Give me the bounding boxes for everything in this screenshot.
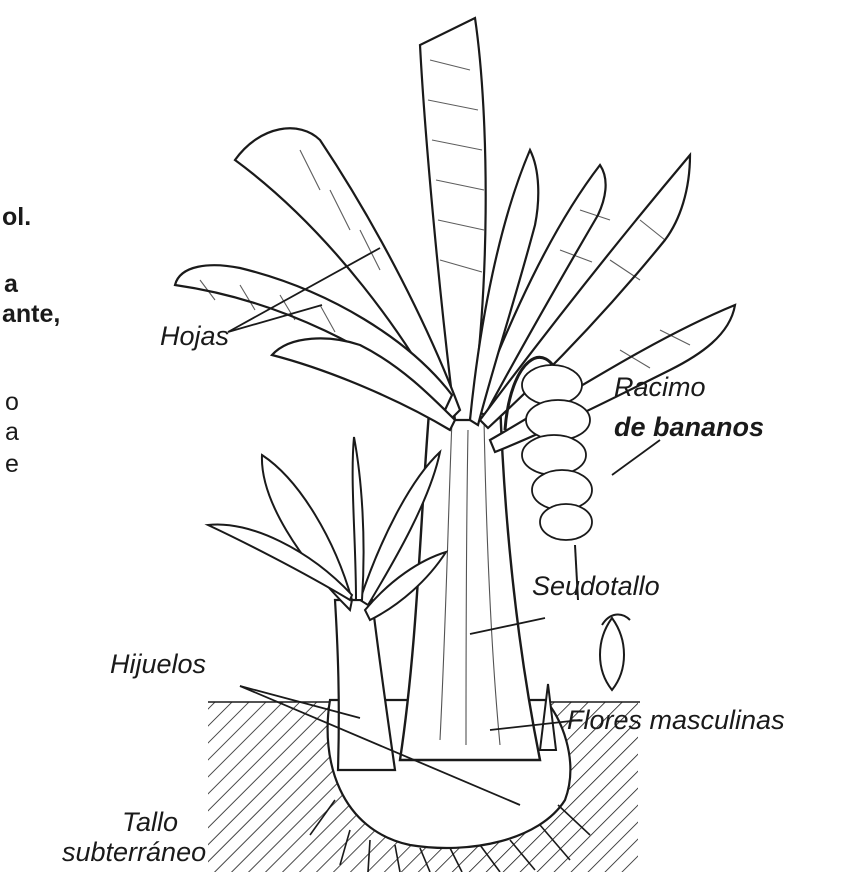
label-seudotallo: Seudotallo	[532, 572, 660, 600]
male-flower-bud	[600, 615, 630, 690]
label-hijuelos: Hijuelos	[110, 650, 206, 678]
cropped-text-3: ante,	[2, 302, 60, 327]
label-tallo-line2: subterráneo	[62, 838, 206, 866]
cropped-text-5: a	[5, 420, 19, 445]
label-racimo-line2: de bananos	[614, 413, 764, 441]
cropped-text-6: e	[5, 452, 19, 477]
label-flores-masculinas: Flores masculinas	[567, 706, 785, 734]
cropped-text-2: a	[4, 272, 18, 297]
label-racimo-line1: Racimo	[614, 373, 706, 401]
cropped-text-1: ol.	[2, 205, 31, 230]
label-hojas: Hojas	[160, 322, 229, 350]
cropped-text-4: o	[5, 390, 19, 415]
label-tallo-line1: Tallo	[122, 808, 178, 836]
